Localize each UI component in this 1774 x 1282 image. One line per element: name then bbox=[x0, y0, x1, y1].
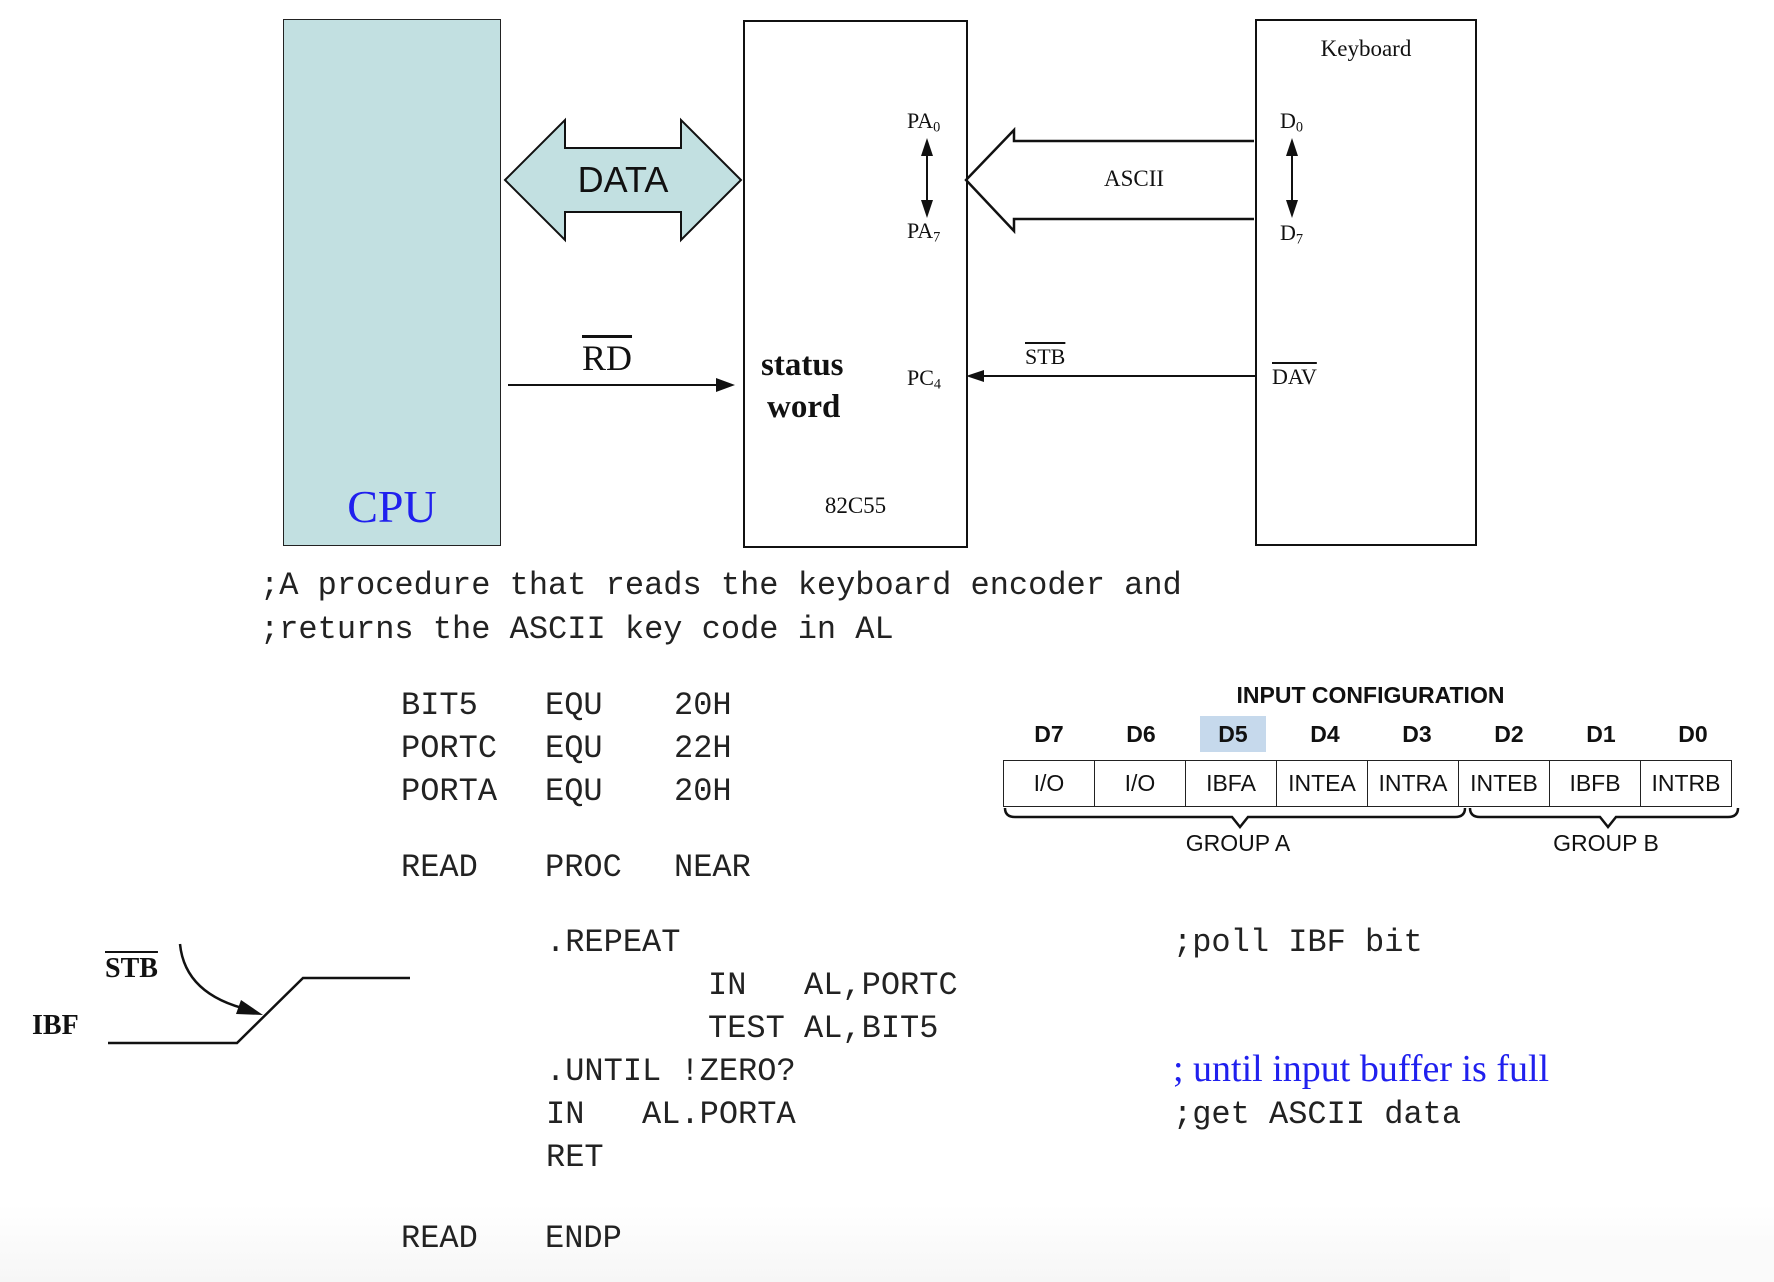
table-cell: I/O bbox=[1094, 760, 1186, 807]
ibf-timing-diagram bbox=[108, 943, 410, 1045]
bit-header-d4: D4 bbox=[1310, 721, 1340, 747]
bottom-shadow bbox=[0, 1205, 1774, 1282]
code-line: .REPEAT bbox=[546, 924, 681, 961]
block-diagram bbox=[503, 117, 1298, 392]
code-line: IN AL,PORTC bbox=[708, 967, 958, 1004]
bottom-shadow-right bbox=[1510, 1240, 1774, 1282]
equate-op: EQU bbox=[545, 773, 603, 810]
proc-start-name: READ bbox=[401, 849, 478, 886]
table-cell: IBFB bbox=[1549, 760, 1641, 807]
d7-pin-label: D7 bbox=[1280, 220, 1304, 248]
stb-arrowhead bbox=[236, 1000, 263, 1015]
table-cell: INTEB bbox=[1458, 760, 1550, 807]
table-cell: INTRB bbox=[1640, 760, 1732, 807]
code-line: TEST AL,BIT5 bbox=[708, 1010, 939, 1047]
status-word-label: status word bbox=[761, 347, 844, 425]
proc-start-op: PROC bbox=[545, 849, 622, 886]
proc-end-name: READ bbox=[401, 1220, 478, 1257]
equate-op: EQU bbox=[545, 730, 603, 767]
ascii-bus-label: ASCII bbox=[1103, 166, 1165, 191]
header-comment-1: ;A procedure that reads the keyboard enc… bbox=[260, 567, 1182, 604]
keyboard-block bbox=[1255, 19, 1477, 546]
code-line: RET bbox=[546, 1139, 604, 1176]
code-comment: ;get ASCII data bbox=[1173, 1096, 1462, 1133]
header-comment-2: ;returns the ASCII key code in AL bbox=[260, 611, 894, 648]
group-a-label: GROUP A bbox=[1185, 830, 1291, 856]
table-row: I/O I/O IBFA INTEA INTRA INTEB IBFB INTR… bbox=[1003, 760, 1732, 807]
input-config-table: I/O I/O IBFA INTEA INTRA INTEB IBFB INTR… bbox=[1003, 760, 1732, 807]
table-cell: IBFA bbox=[1185, 760, 1277, 807]
dav-signal-label: DAV bbox=[1272, 364, 1317, 389]
code-line: .UNTIL !ZERO? bbox=[546, 1053, 796, 1090]
group-b-label: GROUP B bbox=[1553, 830, 1659, 856]
bit-header-d2: D2 bbox=[1494, 721, 1524, 747]
bit-header-d7: D7 bbox=[1034, 721, 1064, 747]
proc-end-op: ENDP bbox=[545, 1220, 622, 1257]
equate-value: 22H bbox=[674, 730, 732, 767]
bit-header-d6: D6 bbox=[1126, 721, 1156, 747]
table-cell: INTRA bbox=[1367, 760, 1459, 807]
bit-header-d5-highlighted: D5 bbox=[1200, 716, 1266, 752]
group-a-brace bbox=[1003, 807, 1467, 830]
equate-value: 20H bbox=[674, 773, 732, 810]
ibf-timing-label: IBF bbox=[32, 1010, 79, 1041]
pa-range-arrow bbox=[921, 138, 933, 218]
bit-header-d3: D3 bbox=[1402, 721, 1432, 747]
equate-value: 20H bbox=[674, 687, 732, 724]
rd-signal-label: RD bbox=[582, 338, 633, 378]
data-bus-label: DATA bbox=[577, 159, 669, 200]
pc4-pin-label: PC4 bbox=[907, 365, 942, 393]
code-line: IN AL.PORTA bbox=[546, 1096, 796, 1133]
code-comment: ;poll IBF bit bbox=[1173, 924, 1423, 961]
code-comment-highlight: ; until input buffer is full bbox=[1173, 1048, 1550, 1090]
d0-pin-label: D0 bbox=[1280, 108, 1304, 136]
equate-line: PORTA bbox=[401, 773, 498, 810]
d-range-arrow bbox=[1286, 138, 1298, 218]
equate-line: PORTC bbox=[401, 730, 498, 767]
stb-timing-label: STB bbox=[105, 953, 158, 984]
group-braces bbox=[1003, 807, 1740, 830]
cpu-block bbox=[283, 19, 501, 546]
stb-arrow bbox=[966, 370, 1256, 382]
rd-arrow bbox=[508, 378, 735, 392]
input-config-title: INPUT CONFIGURATION bbox=[1236, 682, 1505, 708]
ppi-82c55-block bbox=[743, 20, 968, 548]
table-cell: INTEA bbox=[1276, 760, 1368, 807]
chip-label: 82C55 bbox=[824, 493, 887, 518]
equate-line: BIT5 bbox=[401, 687, 478, 724]
pa0-pin-label: PA0 bbox=[907, 108, 941, 136]
data-bus-arrow bbox=[503, 117, 743, 243]
cpu-label: CPU bbox=[347, 481, 437, 532]
group-b-brace bbox=[1468, 807, 1740, 830]
bit-header-d1: D1 bbox=[1586, 721, 1616, 747]
table-cell: I/O bbox=[1003, 760, 1095, 807]
keyboard-label: Keyboard bbox=[1320, 36, 1412, 61]
stb-signal-label: STB bbox=[1025, 344, 1066, 369]
stb-curved-arrow bbox=[178, 943, 251, 1012]
ibf-waveform bbox=[108, 976, 410, 1045]
bit-header-d0: D0 bbox=[1678, 721, 1708, 747]
equate-op: EQU bbox=[545, 687, 603, 724]
proc-start-arg: NEAR bbox=[674, 849, 751, 886]
pa7-pin-label: PA7 bbox=[907, 218, 941, 246]
